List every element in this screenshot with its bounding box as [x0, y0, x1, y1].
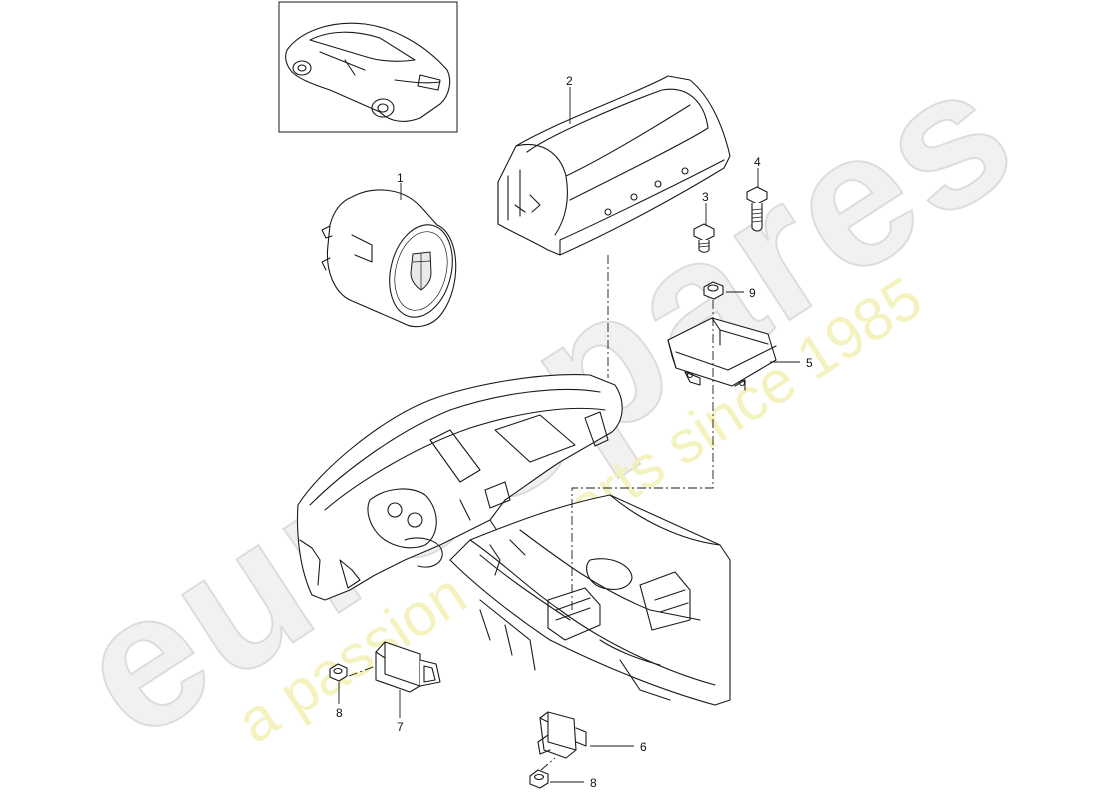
car-outline-icon	[285, 22, 451, 122]
callout-6: 6	[640, 740, 647, 754]
floor-pan-assembly	[449, 494, 731, 706]
callout-8-left: 8	[336, 706, 343, 720]
assembly-lines	[348, 255, 714, 771]
part-4-long-bolt	[746, 186, 768, 232]
callout-1: 1	[397, 171, 404, 185]
leader-lines	[338, 87, 800, 783]
part-1-driver-airbag	[321, 189, 457, 328]
callout-8-bottom: 8	[590, 776, 597, 790]
callout-labels: 1 2 3 4 5 6 7 8 8 9	[336, 74, 813, 790]
callout-9: 9	[749, 286, 756, 300]
part-8-nut-left	[329, 663, 348, 682]
part-3-bolt	[693, 223, 715, 253]
part-5-control-unit	[667, 317, 777, 391]
part-6-side-sensor	[537, 711, 587, 759]
part-8-nut-bottom	[529, 769, 549, 789]
callout-2: 2	[566, 74, 573, 88]
part-9-nut	[703, 281, 724, 300]
callout-4: 4	[754, 155, 761, 169]
vehicle-thumbnail	[278, 1, 458, 133]
part-2-passenger-airbag	[497, 75, 731, 256]
dashboard-assembly	[296, 374, 623, 601]
callout-3: 3	[702, 190, 709, 204]
callout-5: 5	[806, 356, 813, 370]
part-7-impact-sensor	[375, 641, 441, 693]
callout-7: 7	[397, 720, 404, 734]
